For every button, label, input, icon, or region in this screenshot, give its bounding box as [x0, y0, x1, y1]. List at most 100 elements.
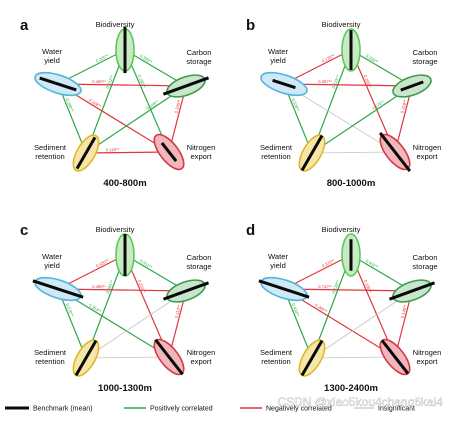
biodiversity-label: Biodiversity	[322, 225, 361, 234]
sediment-label-line2: retention	[261, 152, 291, 161]
correlation-value-label: 0.148**	[400, 304, 408, 319]
biodiversity-label: Biodiversity	[96, 225, 135, 234]
sediment-label-line1: Sediment	[260, 348, 293, 357]
correlation-value-label: 0.520**	[291, 98, 301, 113]
panel-letter: a	[20, 17, 29, 34]
panel-d: 0.370** 0.431** 0.210** 0.195** 0.742** 0.433…	[246, 222, 441, 394]
carbon-label-line2: storage	[412, 262, 437, 271]
watermark-text: CSDN @xiao5kou4chang6kai4	[277, 395, 443, 409]
carbon-benchmark-bar	[162, 76, 210, 96]
biodiversity-label-line1: Biodiversity	[96, 20, 135, 29]
legend-positive-label: Positively correlated	[150, 406, 213, 413]
nitrogen-label-line1: Nitrogen	[413, 143, 442, 152]
sediment-label-line1: Sediment	[34, 143, 67, 152]
sediment-label-line1: Sediment	[34, 348, 67, 357]
legend-negative-label: Negatively correlated	[266, 406, 332, 413]
nitrogen-label-line2: export	[416, 357, 438, 366]
sediment-benchmark-bar	[75, 136, 97, 170]
biodiversity-label-line1: Biodiversity	[322, 225, 361, 234]
correlation-edge	[57, 288, 187, 292]
correlation-edge	[311, 85, 413, 154]
correlation-value-label: 0.742**	[318, 284, 332, 289]
sediment-benchmark-bar	[300, 339, 324, 377]
water-label-line2: yield	[270, 261, 286, 270]
correlation-value-label: 0.318**	[400, 99, 408, 114]
panel-letter: b	[246, 17, 255, 34]
nitrogen-benchmark-bar	[380, 339, 410, 375]
biodiversity-label: Biodiversity	[322, 20, 361, 29]
carbon-label-line2: storage	[186, 57, 211, 66]
correlation-value-label: 0.381**	[105, 279, 115, 294]
panel-title: 1000-1300m	[98, 383, 152, 394]
panel-letter: d	[246, 222, 255, 239]
legend-benchmark-label: Benchmark (mean)	[33, 406, 93, 413]
correlation-value-label: 0.370**	[321, 258, 336, 269]
correlation-value-label: 0.570**	[65, 303, 75, 318]
correlation-value-label: 0.195**	[363, 279, 373, 294]
correlation-value-label: 0.212**	[105, 74, 115, 89]
panel-title: 800-1000m	[327, 178, 376, 189]
water-label-line2: yield	[44, 56, 60, 65]
carbon-label-line2: storage	[412, 57, 437, 66]
carbon-benchmark-bar	[388, 281, 436, 301]
correlation-value-label: 0.305**	[139, 53, 154, 64]
carbon-benchmark-bar	[162, 281, 210, 301]
biodiversity-label: Biodiversity	[96, 20, 135, 29]
nitrogen-label-line2: export	[190, 152, 212, 161]
correlation-edge	[57, 83, 187, 87]
correlation-value-label: 0.245**	[174, 99, 182, 114]
legend: Benchmark (mean) Positively correlated Neg…	[5, 406, 415, 413]
correlation-edge	[57, 288, 87, 359]
panel-letter: c	[20, 222, 28, 239]
correlation-value-label: 0.465**	[92, 79, 106, 84]
correlation-edge	[57, 83, 87, 154]
correlation-value-label: 0.290**	[314, 302, 329, 314]
panel-title: 400-800m	[103, 178, 146, 189]
correlation-value-label: 0.498**	[92, 284, 106, 289]
correlation-edge	[85, 85, 187, 154]
panel-c: 0.420**0.551**0.381**0.231**0.498**0.570…	[20, 222, 215, 394]
carbon-benchmark-bar	[400, 80, 424, 92]
correlation-edge	[311, 290, 413, 359]
correlation-value-label: 0.126**	[321, 53, 336, 64]
correlation-value-label: 0.231**	[331, 74, 341, 89]
correlation-value-label: 0.320**	[95, 53, 110, 64]
sediment-benchmark-bar	[300, 134, 324, 172]
correlation-value-label: 0.353**	[88, 302, 103, 314]
nitrogen-label-line1: Nitrogen	[413, 348, 442, 357]
panel-a: 0.320**0.305**0.212**0.185**0.465**0.290…	[20, 17, 215, 189]
correlation-value-label: 0.431**	[365, 258, 380, 269]
panel-b: 0.126**0.294**0.231**0.160**0.397**0.520…	[246, 17, 441, 189]
sediment-label-line2: retention	[261, 357, 291, 366]
correlation-value-label: 0.210**	[331, 279, 341, 294]
nitrogen-label-line1: Nitrogen	[187, 348, 216, 357]
correlation-edge	[283, 83, 313, 154]
carbon-label-line1: Carbon	[187, 48, 212, 57]
correlation-value-label: 0.228**	[88, 97, 103, 109]
correlation-edge	[85, 151, 170, 154]
carbon-label-line2: storage	[186, 262, 211, 271]
water-label-line2: yield	[44, 261, 60, 270]
nitrogen-label-line2: export	[190, 357, 212, 366]
correlation-value-label: 0.231**	[137, 279, 147, 294]
correlation-value-label: 0.433**	[291, 303, 301, 318]
correlation-value-label: 0.112**	[174, 304, 182, 319]
sediment-label-line2: retention	[35, 152, 65, 161]
water-benchmark-bar	[272, 78, 296, 90]
sediment-label-line2: retention	[35, 357, 65, 366]
nitrogen-label-line1: Nitrogen	[187, 143, 216, 152]
correlation-value-label: 0.397**	[318, 79, 332, 84]
